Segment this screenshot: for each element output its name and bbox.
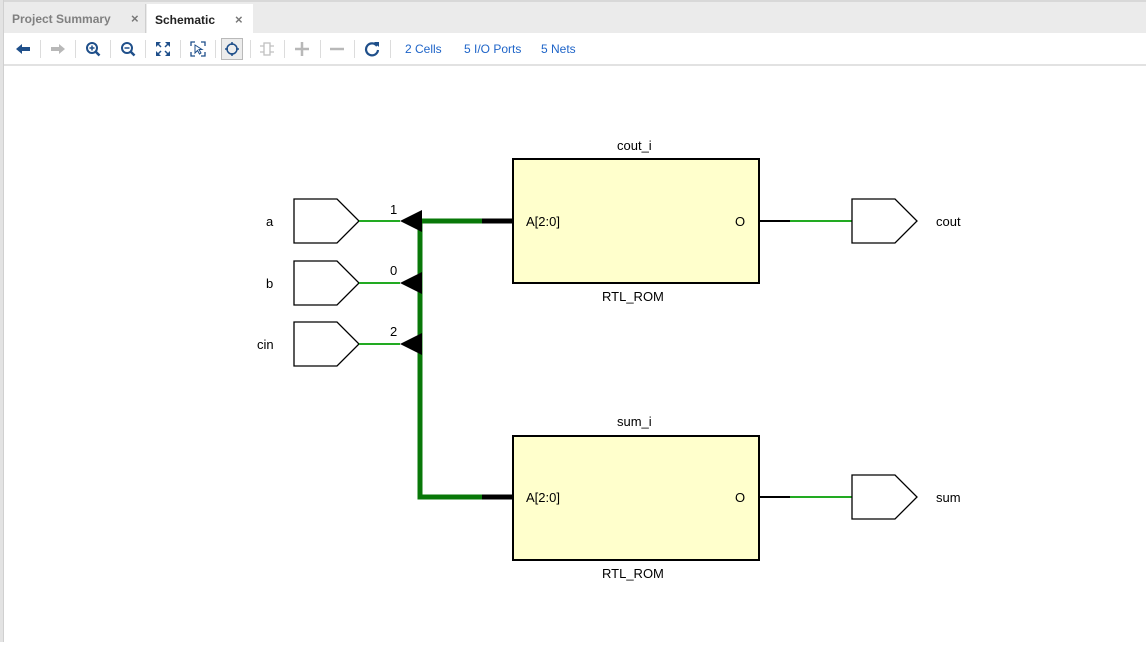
tab-label: Schematic bbox=[155, 12, 216, 27]
tab-label: Project Summary bbox=[12, 11, 111, 26]
cell-type: RTL_ROM bbox=[602, 289, 664, 304]
back-button[interactable] bbox=[12, 38, 34, 60]
io-ports-link[interactable]: 5 I/O Ports bbox=[464, 42, 522, 56]
tab-schematic[interactable]: Schematic × bbox=[147, 4, 253, 35]
zoom-out-icon bbox=[121, 42, 136, 57]
select-area-icon bbox=[190, 41, 206, 57]
fit-icon bbox=[156, 42, 170, 56]
bus-ripper-icon bbox=[400, 272, 422, 294]
cell-instance-name: cout_i bbox=[617, 138, 652, 153]
close-icon[interactable]: × bbox=[131, 11, 139, 26]
input-pin-label: A[2:0] bbox=[526, 490, 560, 505]
toolbar-separator bbox=[110, 40, 111, 58]
regenerate-button[interactable] bbox=[361, 38, 383, 60]
input-port-b[interactable]: b 0 bbox=[266, 260, 422, 306]
close-icon[interactable]: × bbox=[235, 12, 243, 27]
port-label: cin bbox=[257, 337, 274, 352]
forward-button[interactable] bbox=[47, 38, 69, 60]
port-label: sum bbox=[936, 490, 961, 505]
port-label: a bbox=[266, 214, 274, 229]
input-pin-label: A[2:0] bbox=[526, 214, 560, 229]
zoom-fit-button[interactable] bbox=[152, 38, 174, 60]
toolbar-separator bbox=[40, 40, 41, 58]
toolbar-separator bbox=[320, 40, 321, 58]
plus-icon bbox=[295, 42, 309, 56]
cell-sum-i[interactable]: sum_i RTL_ROM A[2:0] O bbox=[512, 414, 760, 581]
nets-link[interactable]: 5 Nets bbox=[541, 42, 576, 56]
arrow-left-icon bbox=[16, 44, 30, 54]
cell-icon bbox=[260, 42, 274, 56]
output-pin-label: O bbox=[735, 214, 745, 229]
output-port-cout[interactable]: cout bbox=[851, 198, 961, 244]
toolbar-separator bbox=[75, 40, 76, 58]
zoom-area-button[interactable] bbox=[187, 38, 209, 60]
input-port-a[interactable]: a 1 bbox=[266, 198, 422, 244]
schematic-toolbar: 2 Cells 5 I/O Ports 5 Nets bbox=[4, 33, 1146, 66]
minus-icon bbox=[330, 47, 344, 51]
zoom-in-button[interactable] bbox=[82, 38, 104, 60]
bus-ripper-icon bbox=[400, 333, 422, 355]
toolbar-separator bbox=[390, 40, 391, 58]
toolbar-separator bbox=[215, 40, 216, 58]
cell-type: RTL_ROM bbox=[602, 566, 664, 581]
autofit-selection-button[interactable] bbox=[221, 38, 243, 60]
cell-instance-name: sum_i bbox=[617, 414, 652, 429]
tab-bar: Project Summary × Schematic × bbox=[4, 0, 1146, 35]
schematic-canvas[interactable]: a 1 b 0 cin 2 cout_i RTL_ROM A[2:0] O bbox=[5, 66, 1146, 642]
cell-button[interactable] bbox=[256, 38, 278, 60]
output-pin-label: O bbox=[735, 490, 745, 505]
toolbar-separator bbox=[284, 40, 285, 58]
bus-ripper-icon bbox=[400, 210, 422, 232]
expand-button[interactable] bbox=[291, 38, 313, 60]
bit-index-label: 1 bbox=[390, 202, 397, 217]
arrow-right-icon bbox=[51, 44, 65, 54]
crosshair-icon bbox=[225, 42, 239, 56]
tab-project-summary[interactable]: Project Summary × bbox=[4, 4, 146, 33]
input-port-cin[interactable]: cin 2 bbox=[257, 321, 422, 367]
schematic-drawing: a 1 b 0 cin 2 cout_i RTL_ROM A[2:0] O bbox=[257, 138, 961, 581]
bit-index-label: 0 bbox=[390, 263, 397, 278]
output-port-sum[interactable]: sum bbox=[851, 474, 961, 520]
toolbar-separator bbox=[354, 40, 355, 58]
bus-net[interactable] bbox=[417, 221, 484, 500]
cells-link[interactable]: 2 Cells bbox=[405, 42, 442, 56]
collapse-button[interactable] bbox=[326, 38, 348, 60]
port-label: cout bbox=[936, 214, 961, 229]
toolbar-separator bbox=[145, 40, 146, 58]
toolbar-separator bbox=[250, 40, 251, 58]
refresh-icon bbox=[364, 42, 380, 57]
bit-index-label: 2 bbox=[390, 324, 397, 339]
cell-cout-i[interactable]: cout_i RTL_ROM A[2:0] O bbox=[512, 138, 760, 304]
zoom-out-button[interactable] bbox=[117, 38, 139, 60]
port-label: b bbox=[266, 276, 273, 291]
left-frame-border bbox=[0, 0, 4, 642]
zoom-in-icon bbox=[86, 42, 101, 57]
toolbar-separator bbox=[180, 40, 181, 58]
